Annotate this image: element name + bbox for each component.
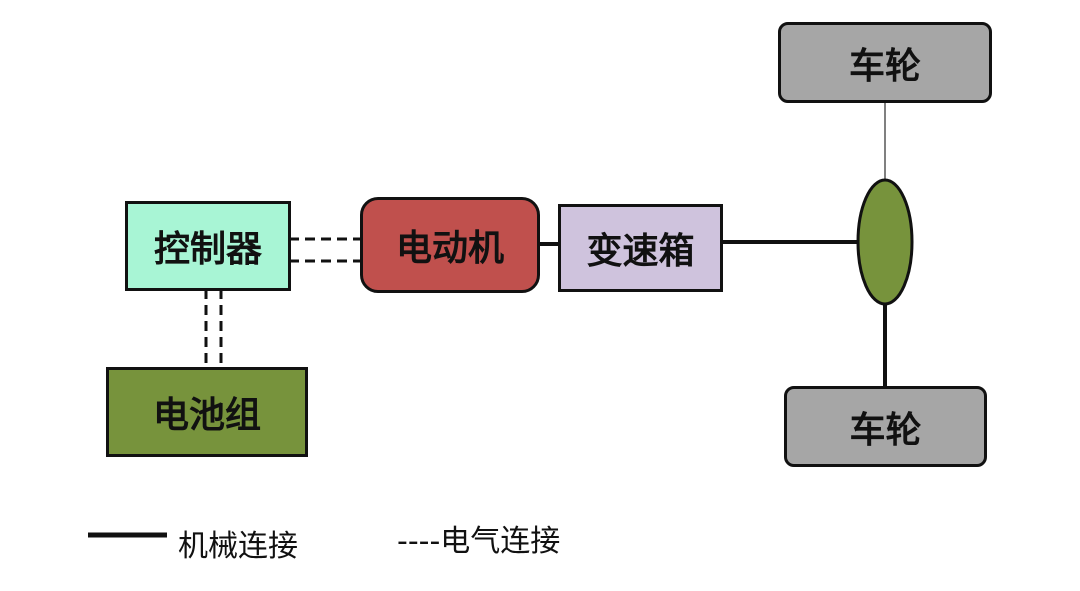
- top-wheel-label: 车轮: [848, 45, 921, 87]
- gearbox-label: 变速箱: [586, 231, 695, 272]
- gearbox-node: 变速箱: [558, 204, 723, 292]
- legend-electrical-label: ----电气连接: [397, 524, 561, 559]
- legend-mechanical-label: 机械连接: [178, 529, 298, 564]
- bottom-wheel-node: 车轮: [784, 386, 987, 467]
- controller-node: 控制器: [125, 201, 291, 291]
- differential-node: [856, 178, 914, 306]
- top-wheel-node: 车轮: [778, 22, 992, 103]
- battery-label: 电池组: [152, 395, 261, 436]
- motor-label: 电动机: [395, 228, 504, 269]
- battery-node: 电池组: [106, 367, 308, 457]
- controller-label: 控制器: [153, 229, 262, 270]
- motor-node: 电动机: [360, 197, 540, 293]
- bottom-wheel-label: 车轮: [849, 409, 922, 451]
